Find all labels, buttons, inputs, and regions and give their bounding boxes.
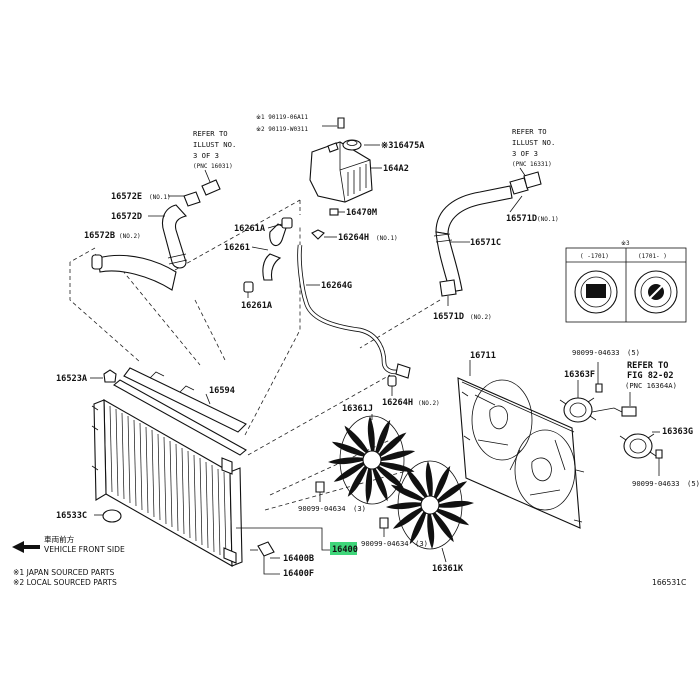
label-16571D-bot-note: (NO.2) (470, 314, 492, 321)
label-90099-b-note: (5) (687, 479, 700, 488)
label-16363F: 16363F (564, 370, 595, 380)
refer-fig-line2: FIG 82-02 (627, 371, 674, 381)
label-16571D-top: 16571D (506, 214, 537, 224)
label-16400: 16400 (332, 545, 358, 555)
label-164A2: 164A2 (383, 164, 409, 174)
note-japan-sourced: ※1 JAPAN SOURCED PARTS (13, 568, 115, 577)
label-16572E: 16572E (111, 192, 142, 202)
inset-right-label: (1701- ) (638, 253, 667, 260)
label-16571D-top-note: (NO.1) (537, 216, 559, 223)
reservoir-cap-icon (342, 139, 362, 151)
radiator-core (91, 379, 247, 567)
label-16533C: 16533C (56, 511, 87, 521)
label-16711: 16711 (470, 351, 496, 361)
refer-fig-block: REFER TO FIG 82-02 (PNC 16364A) (625, 361, 677, 406)
label-16400B: 16400B (283, 554, 314, 564)
bypass-hose (243, 217, 293, 293)
label-16363G: 16363G (662, 427, 693, 437)
refer-left-line4: (PNC 16031) (193, 163, 233, 170)
fan-motor-16363G (619, 433, 657, 459)
front-arrow-icon (12, 541, 40, 553)
label-16264G: 16264G (321, 281, 352, 291)
screw-icon-b (655, 449, 663, 459)
label-16572E-note: (NO.1) (149, 194, 171, 201)
refer-left-line1: REFER TO (193, 129, 228, 138)
vehicle-front-en: VEHICLE FRONT SIDE (44, 545, 125, 554)
label-16572D: 16572D (111, 212, 142, 222)
vehicle-front-arrow: 車両前方 VEHICLE FRONT SIDE (12, 534, 125, 554)
label-16470M: 16470M (346, 208, 377, 218)
refer-right-line4: (PNC 16331) (512, 161, 552, 168)
refer-fig-line1: REFER TO (627, 361, 668, 371)
label-16572B-note: (NO.2) (119, 233, 141, 240)
label-90099-b: 90099-04633 (632, 479, 680, 488)
label-16261A-bot: 16261A (241, 301, 273, 311)
label-16523A: 16523A (56, 374, 88, 384)
cooling-fan-16361J (328, 415, 416, 505)
refer-right-line2: ILLUST NO. (512, 138, 555, 147)
label-90099-a: 90099-04633 (572, 348, 620, 357)
refer-right-line3: 3 OF 3 (512, 149, 538, 158)
hose-end-icon (91, 254, 103, 270)
label-16475A: ※316475A (381, 141, 425, 151)
label-16261A-top: 16261A (234, 224, 266, 234)
highlight-16400 (330, 542, 357, 555)
refer-left-line3: 3 OF 3 (193, 151, 219, 160)
label-16264H-2: 16264H (382, 398, 413, 408)
screw-icon-d (379, 517, 389, 529)
label-16361K: 16361K (432, 564, 464, 574)
refer-right-line1: REFER TO (512, 127, 547, 136)
label-16571C: 16571C (470, 238, 501, 248)
lower-radiator-hose (433, 171, 542, 297)
vehicle-front-jp: 車両前方 (44, 534, 75, 544)
fan-motor-16363F (559, 397, 637, 423)
drain-cock-icon (102, 509, 122, 523)
label-16261: 16261 (224, 243, 250, 253)
clamp-icon-lower (387, 375, 397, 387)
support-cushion-icon (103, 369, 117, 383)
drain-plug-icon (257, 541, 275, 557)
cooling-fan-16361K (386, 460, 474, 550)
label-16264H-1-note: (NO.1) (376, 235, 398, 242)
label-90099-a-note: (5) (627, 348, 640, 357)
label-16264H-1: 16264H (338, 233, 369, 243)
refer-left-line2: ILLUST NO. (193, 140, 236, 149)
radiator-seal-16594 (123, 367, 247, 433)
label-16400F: 16400F (283, 569, 314, 579)
label-16572B: 16572B (84, 231, 115, 241)
hose-clip-icon (329, 208, 339, 216)
screw-icon-c (315, 481, 325, 493)
fan-shroud-16711 (457, 377, 585, 529)
label-16571D-bot: 16571D (433, 312, 464, 322)
reservoir-tank (309, 139, 373, 203)
label-90099-d: 90099-04634 (361, 539, 409, 548)
reservoir-bolt-icon (337, 117, 345, 129)
screw-icon-a (595, 383, 603, 393)
inset-mark: ※3 (621, 240, 630, 247)
refer-left-block: REFER TO ILLUST NO. 3 OF 3 (PNC 16031) (193, 129, 236, 183)
refer-right-block: REFER TO ILLUST NO. 3 OF 3 (PNC 16331) (512, 127, 555, 181)
clamp-icon (311, 229, 325, 240)
label-90099-d-note: (3) (415, 539, 428, 548)
cap-variant-inset: ※3 ( -1701) (1701- ) (565, 240, 687, 323)
label-16264H-2-note: (NO.2) (418, 400, 440, 407)
lower-hose-elbow (97, 254, 177, 291)
label-16361J: 16361J (342, 404, 373, 414)
label-90099-c: 90099-04634 (298, 504, 346, 513)
long-bypass-hose (297, 244, 404, 375)
label-90119-1: ※1 90119-06A11 (256, 114, 308, 121)
guide-lines (69, 199, 441, 511)
refer-fig-line3: (PNC 16364A) (625, 381, 677, 390)
inset-left-label: ( -1701) (580, 253, 609, 260)
label-90099-c-note: (3) (353, 504, 366, 513)
illustration-number: 166531C (652, 578, 686, 587)
note-local-sourced: ※2 LOCAL SOURCED PARTS (13, 578, 117, 587)
label-16594: 16594 (209, 386, 235, 396)
label-90119-2: ※2 90119-W0311 (256, 126, 308, 133)
